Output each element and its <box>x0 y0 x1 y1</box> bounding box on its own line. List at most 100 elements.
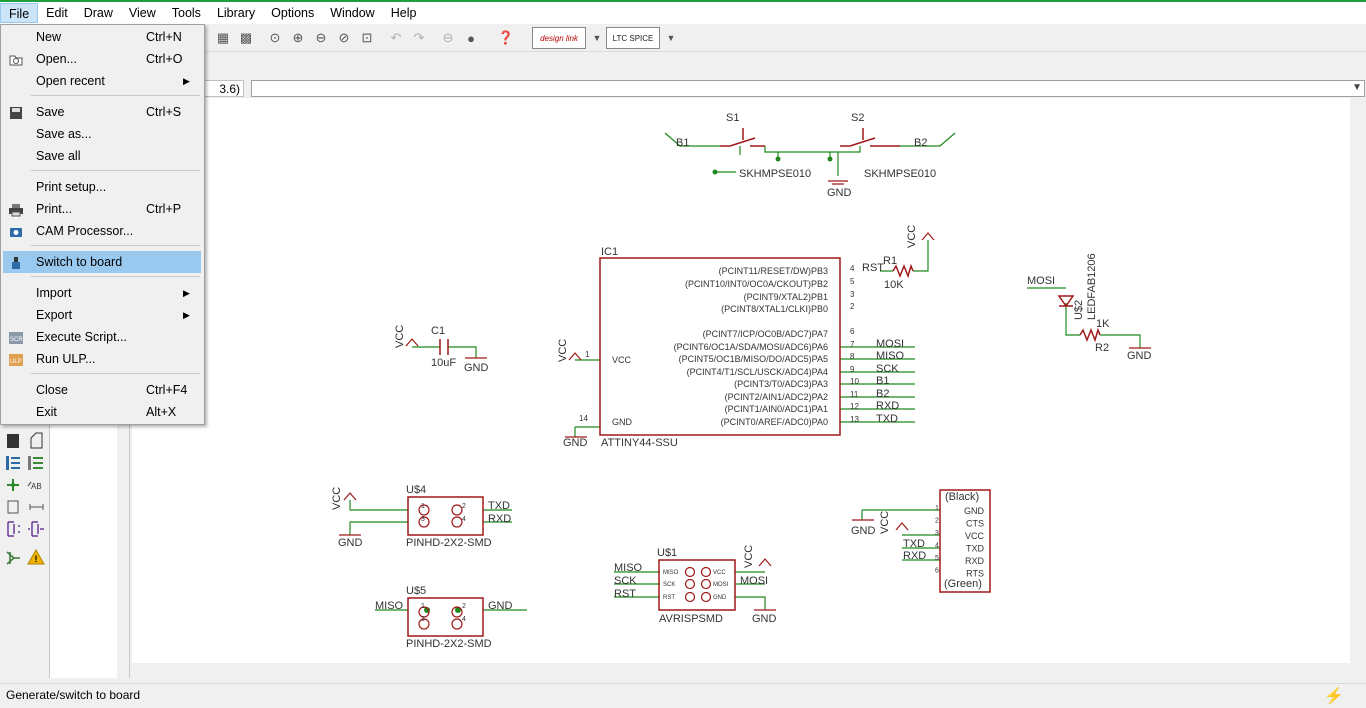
schematic-drawing[interactable]: S1 S2 B1 B2 SKHMPSE010 SKHMPSE010 GND IC… <box>132 98 1350 663</box>
ic1-pin-number: 6 <box>850 327 855 336</box>
menu-item-run-ulp[interactable]: ULP Run ULP... <box>9 352 96 366</box>
menu-item-export[interactable]: Export▶ <box>3 304 201 326</box>
menu-view[interactable]: View <box>128 6 156 20</box>
menu-item-print[interactable]: Print...Ctrl+P <box>3 198 201 220</box>
u5-pin2: 2 <box>462 603 466 610</box>
ftdi-gnd-label: GND <box>851 525 876 537</box>
chevron-down-icon[interactable]: ▼ <box>666 33 676 43</box>
u4-wires <box>349 500 512 535</box>
ic1-pin-name: (PCINT0/AREF/ADC0)PA0 <box>721 417 828 427</box>
zoom-redraw-icon[interactable]: ⊘ <box>338 30 350 45</box>
ic1-gnd-net: GND <box>563 437 588 449</box>
u1-wires <box>614 571 766 610</box>
ftdi-pin-name: GND <box>964 506 985 516</box>
u5-gnd-label: GND <box>488 600 513 612</box>
ftdi-pin-name: VCC <box>965 531 985 541</box>
menu-separator <box>31 276 200 277</box>
s2-label: S2 <box>851 112 864 124</box>
chevron-down-icon[interactable]: ▼ <box>592 33 602 43</box>
schematic-canvas[interactable]: S1 S2 B1 B2 SKHMPSE010 SKHMPSE010 GND IC… <box>132 98 1350 663</box>
ftdi-outline <box>939 489 991 593</box>
redo-icon[interactable]: ↷ <box>413 30 425 45</box>
u5-miso-label: MISO <box>375 600 404 612</box>
attribute-icon <box>7 500 19 514</box>
menu-item-import[interactable]: Import▶ <box>3 282 201 304</box>
vertical-scrollbar[interactable] <box>1350 98 1366 678</box>
ic1-vcc-net: VCC <box>557 339 569 362</box>
u5-pin3: 3 <box>421 616 425 623</box>
menu-item-execute-script[interactable]: SCR Execute Script... <box>9 330 128 344</box>
menu-draw[interactable]: Draw <box>83 6 113 20</box>
vcc-arrow <box>568 352 582 361</box>
menu-item-switch-to-board[interactable]: Switch to board <box>3 251 201 273</box>
menu-item-open-recent[interactable]: Open recent▶ <box>3 70 201 92</box>
ftdi-pin-name: RXD <box>965 556 985 566</box>
u1-rst-label: RST <box>614 588 636 600</box>
menu-tools[interactable]: Tools <box>171 6 201 20</box>
ftdi-bottom-label: (Green) <box>944 578 982 590</box>
designlink-button[interactable]: design link <box>532 27 586 49</box>
save-disk-icon <box>8 105 24 119</box>
pin-pad <box>700 591 712 603</box>
ic1-pin-number: 5 <box>850 277 855 286</box>
horizontal-scrollbar[interactable] <box>132 663 1350 678</box>
ftdi-wires <box>861 509 940 561</box>
menu-library[interactable]: Library <box>216 6 256 20</box>
menu-window[interactable]: Window <box>330 6 375 20</box>
menu-edit[interactable]: Edit <box>46 6 68 20</box>
zoom-select-icon[interactable]: ⊡ <box>361 30 373 45</box>
zoom-fit-icon[interactable]: ⊙ <box>269 30 281 45</box>
script-icon[interactable]: ▦ <box>216 30 230 45</box>
s1-part-label: SKHMPSE010 <box>739 168 811 180</box>
zoom-in-icon[interactable]: ⊕ <box>292 30 304 45</box>
menu-item-print-setup[interactable]: Print setup... <box>36 180 107 194</box>
menu-item-save-all[interactable]: Save all <box>36 149 81 163</box>
ulp-icon[interactable]: ▩ <box>239 30 253 45</box>
led-part: LEDFAB1206 <box>1086 253 1098 320</box>
u5-part: PINHD-2X2-SMD <box>406 638 492 650</box>
zoom-out-icon[interactable]: ⊖ <box>315 30 327 45</box>
pin-pad <box>418 606 430 618</box>
command-input[interactable]: ▼ <box>251 80 1365 97</box>
menu-help[interactable]: Help <box>390 6 417 20</box>
menu-separator <box>31 95 200 96</box>
menu-options[interactable]: Options <box>271 6 315 20</box>
undo-icon[interactable]: ↶ <box>390 30 402 45</box>
submenu-arrow-icon: ▶ <box>183 76 190 86</box>
ftdi-vcc-label: VCC <box>879 511 891 534</box>
ic1-gnd-pin: GND <box>612 417 633 427</box>
switch-board-icon <box>8 255 24 269</box>
help-icon[interactable]: ❓ <box>497 30 515 45</box>
stop-icon[interactable]: ⊖ <box>442 30 454 45</box>
menu-separator <box>31 170 200 171</box>
submenu-arrow-icon: ▶ <box>183 310 190 320</box>
ic1-pin-number: 2 <box>850 302 855 311</box>
r1-value: 10K <box>884 279 904 291</box>
led-gnd-label: GND <box>1127 350 1152 362</box>
gnd-symbol <box>828 180 848 185</box>
u1-pin-gnd: GND <box>713 595 727 601</box>
menu-file[interactable]: File <box>0 3 39 23</box>
c1-value: 10uF <box>431 357 456 369</box>
warning-icon <box>27 548 45 565</box>
menu-item-open[interactable]: Open...Ctrl+O <box>3 48 201 70</box>
ic1-pin-number: 13 <box>850 415 859 424</box>
junction-dot <box>827 156 833 162</box>
open-folder-icon <box>8 52 24 66</box>
go-icon[interactable]: ● <box>467 30 475 46</box>
ic1-name: IC1 <box>601 246 618 258</box>
u1-gnd-label: GND <box>752 613 777 625</box>
ic1-pin-number: 3 <box>850 290 855 299</box>
menu-item-cam-processor[interactable]: CAM Processor... <box>3 220 201 242</box>
ic1-pin-number: 12 <box>850 402 859 411</box>
chevron-down-icon[interactable]: ▼ <box>1352 82 1362 93</box>
menu-item-save-as[interactable]: Save as... <box>36 127 92 141</box>
ftdi-pin-name: RTS <box>966 569 984 579</box>
ltspice-button[interactable]: LTC SPICE <box>606 27 660 49</box>
u1-sck-label: SCK <box>614 575 637 587</box>
ic1-pin-net: B2 <box>876 388 889 400</box>
